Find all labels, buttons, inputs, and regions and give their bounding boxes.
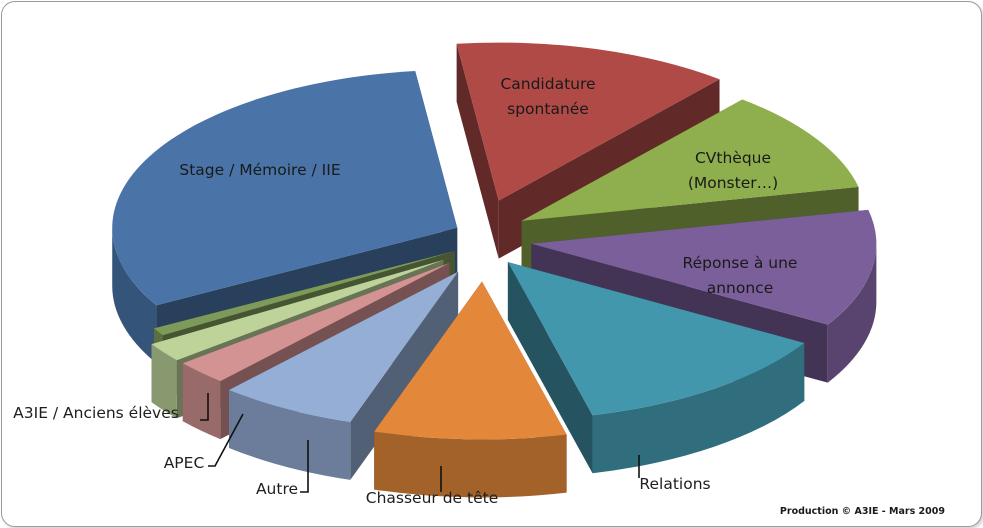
slice-label-line: Candidature xyxy=(500,75,595,93)
leader-line xyxy=(208,413,244,467)
slice-label: Relations xyxy=(639,475,710,493)
pie-slice xyxy=(374,281,567,498)
slice-top-face xyxy=(456,42,720,201)
pie-slice xyxy=(229,271,459,480)
slice-label-line: spontanée xyxy=(507,100,589,118)
slice-outer-wall xyxy=(112,227,157,364)
slice-top-face xyxy=(112,71,458,306)
slice-top-face xyxy=(507,262,805,416)
leader-lines-layer xyxy=(200,393,640,493)
slice-side-wall xyxy=(507,262,593,474)
slice-outer-wall xyxy=(182,363,221,440)
slice-outer-wall xyxy=(229,389,351,480)
slice-outer-wall xyxy=(827,243,877,383)
slice-top-face xyxy=(151,259,444,361)
slice-top-face xyxy=(182,262,450,382)
slice-label: Chasseur de tête xyxy=(366,489,498,507)
slice-top-face xyxy=(153,251,455,336)
slice-top-face xyxy=(521,99,859,221)
pie-slice xyxy=(507,262,805,474)
slice-label: Réponse à une annonce xyxy=(683,254,798,297)
slice-outer-wall xyxy=(374,431,567,498)
slice-side-wall xyxy=(456,43,499,259)
leader-line xyxy=(200,393,209,421)
slice-label-line: Réponse à une xyxy=(683,254,798,272)
slice-label: A3IE / Anciens élèves xyxy=(13,404,179,422)
slice-top-face xyxy=(229,271,459,422)
slice-label-line: CVthèque xyxy=(695,149,771,167)
slice-label: APEC xyxy=(164,454,205,472)
slice-label: CVthèque (Monster…) xyxy=(688,149,778,192)
slice-label-line: (Monster…) xyxy=(688,174,778,192)
slice-label-line: annonce xyxy=(707,279,774,297)
slice-outer-wall xyxy=(151,344,177,419)
slice-label: Stage / Mémoire / IIE xyxy=(179,161,340,179)
slices-layer xyxy=(112,42,877,498)
slice-top-face xyxy=(531,209,877,325)
leader-line xyxy=(300,440,309,493)
production-credit: Production © A3IE - Mars 2009 xyxy=(779,506,945,517)
slice-label: Candidature spontanée xyxy=(500,75,595,118)
slice-top-face xyxy=(374,281,567,440)
slice-label: Autre xyxy=(256,480,298,498)
slice-outer-wall xyxy=(592,342,805,474)
